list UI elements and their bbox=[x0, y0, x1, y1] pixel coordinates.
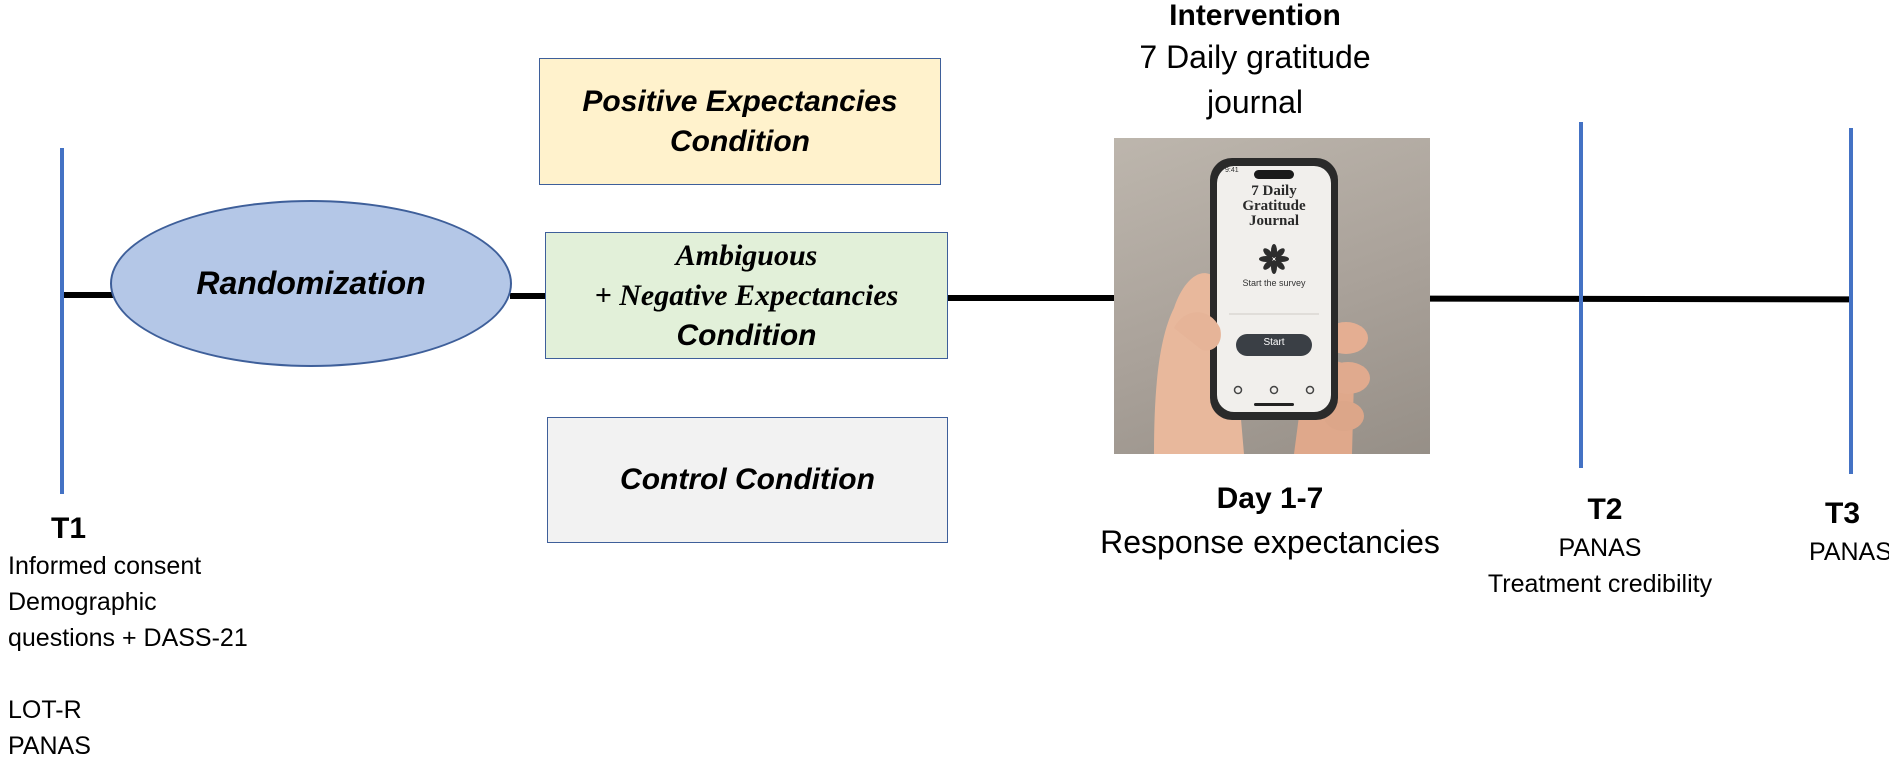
intervention-line1: 7 Daily gratitude bbox=[1139, 39, 1371, 75]
t1-item-3: questions + DASS-21 bbox=[8, 624, 248, 652]
timeline-segment-2 bbox=[510, 293, 546, 299]
timeline-segment-1 bbox=[64, 292, 114, 298]
ambiguous-condition-line1: Ambiguous bbox=[675, 238, 818, 272]
timeline-segment-3 bbox=[948, 295, 1114, 301]
randomization-label: Randomization bbox=[196, 265, 426, 301]
t2-label: T2 bbox=[1587, 493, 1623, 526]
randomization-ellipse: Randomization bbox=[110, 200, 512, 367]
t1-item-spacer bbox=[8, 656, 248, 692]
t3-block: T3 PANAS bbox=[1809, 494, 1889, 570]
t1-label: T1 bbox=[51, 512, 87, 545]
day-range-title: Day 1-7 bbox=[1216, 482, 1324, 515]
intervention-header: Intervention 7 Daily gratitude journal bbox=[1080, 0, 1430, 124]
control-condition-box: Control Condition bbox=[547, 417, 948, 543]
ambiguous-condition-line2: + Negative Expectancies bbox=[594, 278, 899, 312]
day-range-subtitle: Response expectancies bbox=[1100, 524, 1440, 560]
t3-label: T3 bbox=[1825, 497, 1861, 530]
t3-item-1: PANAS bbox=[1809, 538, 1889, 566]
t1-item-6: PANAS bbox=[8, 732, 91, 760]
day-range-block: Day 1-7 Response expectancies bbox=[1080, 476, 1460, 562]
timeline-segment-4 bbox=[1429, 295, 1851, 303]
phone-title-line2: Gratitude bbox=[1242, 198, 1306, 214]
gratitude-journal-phone-photo: 9:41 7 Daily Gratitude Journal Start the… bbox=[1114, 138, 1430, 454]
ambiguous-condition-line3: Condition bbox=[676, 318, 817, 352]
control-condition-label: Control Condition bbox=[620, 463, 875, 496]
t3-marker-line bbox=[1849, 128, 1853, 474]
phone-title-line1: 7 Daily bbox=[1251, 183, 1297, 199]
intervention-title: Intervention bbox=[1169, 0, 1341, 32]
positive-expectancies-box: Positive Expectancies Condition bbox=[539, 58, 941, 185]
t1-item-2: Demographic bbox=[8, 588, 157, 616]
t1-block: T1 Informed consent Demographic question… bbox=[8, 510, 248, 764]
t2-item-1: PANAS bbox=[1558, 534, 1642, 562]
positive-condition-line1: Positive Expectancies bbox=[582, 84, 898, 118]
phone-journal-title: 7 Daily Gratitude Journal bbox=[1222, 184, 1326, 229]
phone-title-line3: Journal bbox=[1248, 213, 1299, 229]
phone-status-time: 9:41 bbox=[1225, 167, 1239, 174]
positive-condition-line2: Condition bbox=[670, 124, 810, 158]
t1-marker-line bbox=[60, 148, 64, 494]
t2-marker-line bbox=[1579, 122, 1583, 468]
t2-item-2: Treatment credibility bbox=[1487, 570, 1713, 598]
phone-subtitle: Start the survey bbox=[1242, 278, 1306, 288]
intervention-line2: journal bbox=[1206, 84, 1304, 120]
t1-item-5: LOT-R bbox=[8, 696, 82, 724]
t1-item-1: Informed consent bbox=[8, 552, 202, 580]
t2-block: T2 PANAS Treatment credibility bbox=[1450, 490, 1750, 602]
phone-start-button: Start bbox=[1263, 337, 1285, 348]
hand-holding-phone-illustration bbox=[1154, 158, 1370, 454]
ambiguous-negative-box: Ambiguous + Negative Expectancies Condit… bbox=[545, 232, 948, 359]
